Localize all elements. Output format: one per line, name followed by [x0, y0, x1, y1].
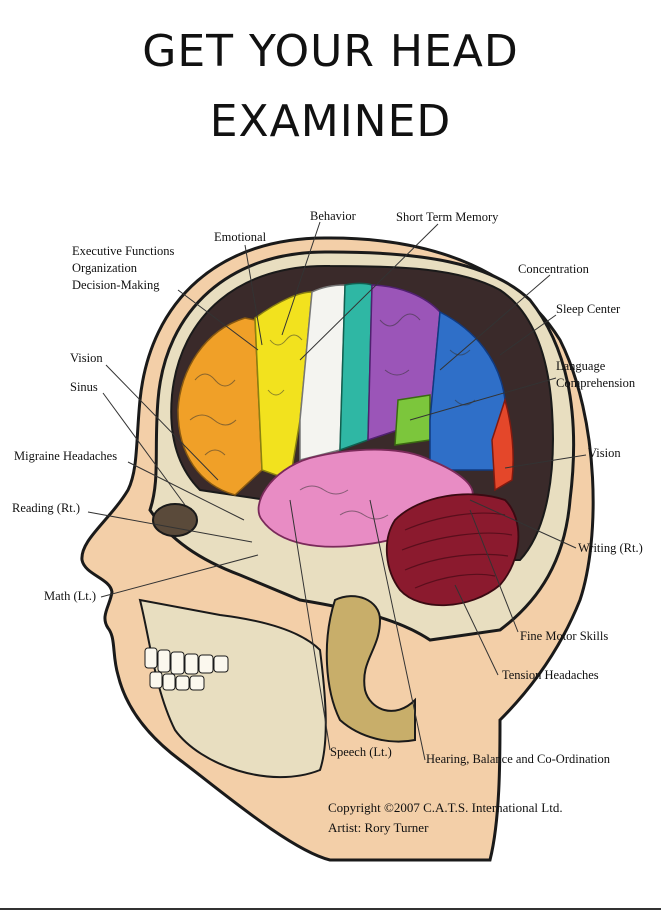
label-writing: Writing (Rt.) — [578, 541, 643, 555]
brain-gyri — [189, 313, 476, 520]
label-executive-functions: Executive Functions — [72, 244, 175, 258]
label-comprehension: Comprehension — [556, 376, 636, 390]
eye-socket — [152, 503, 198, 537]
green-region — [394, 394, 431, 446]
label-sleep-center: Sleep Center — [556, 302, 621, 316]
label-tension-headaches: Tension Headaches — [502, 668, 599, 682]
label-vision-front: Vision — [70, 351, 103, 365]
label-hearing-balance: Hearing, Balance and Co-Ordination — [426, 752, 611, 766]
label-reading: Reading (Rt.) — [12, 501, 80, 515]
label-fine-motor-skills: Fine Motor Skills — [520, 629, 608, 643]
label-sinus: Sinus — [70, 380, 98, 394]
label-concentration: Concentration — [518, 262, 590, 276]
label-organization: Organization — [72, 261, 138, 275]
cerebellum — [385, 493, 520, 607]
yellow-region — [254, 291, 313, 482]
copyright-text: Copyright ©2007 C.A.T.S. International L… — [328, 800, 563, 815]
page-title-line-1: GET YOUR HEAD — [142, 26, 519, 77]
frontal-lobe-orange — [177, 317, 263, 496]
leader-lines — [87, 221, 587, 761]
label-emotional: Emotional — [214, 230, 267, 244]
label-decision-making: Decision-Making — [72, 278, 160, 292]
label-migraine-headaches: Migraine Headaches — [14, 449, 117, 463]
page-title-line-2: EXAMINED — [209, 96, 452, 147]
label-behavior: Behavior — [310, 209, 357, 223]
label-math: Math (Lt.) — [44, 589, 96, 603]
cerebellum-folds — [401, 512, 513, 589]
teal-region — [339, 282, 373, 452]
spine-vertebrae — [325, 595, 416, 743]
bottom-divider — [0, 908, 661, 910]
label-short-term-memory: Short Term Memory — [396, 210, 499, 224]
teeth — [144, 647, 229, 691]
jaw-bone — [138, 598, 327, 779]
blue-region — [429, 310, 506, 471]
label-speech: Speech (Lt.) — [330, 745, 392, 759]
artist-credit: Artist: Rory Turner — [328, 820, 429, 835]
label-vision-back: Vision — [588, 446, 621, 460]
label-language: Language — [556, 359, 606, 373]
